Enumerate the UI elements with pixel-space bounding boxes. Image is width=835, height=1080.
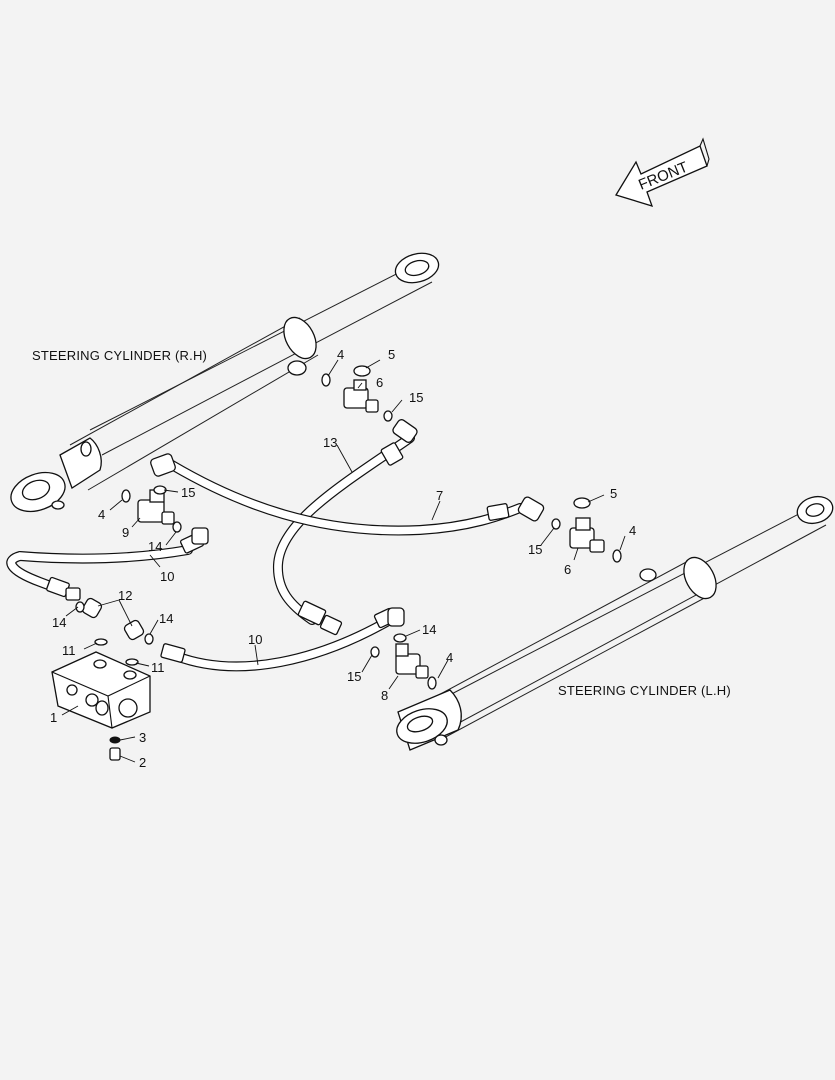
hose-fittings xyxy=(46,419,545,663)
callout-10-a: 10 xyxy=(160,569,174,584)
callout-13: 13 xyxy=(323,435,337,450)
callout-3: 3 xyxy=(139,730,146,745)
callout-2: 2 xyxy=(139,755,146,770)
callout-4-a: 4 xyxy=(337,347,344,362)
callout-12: 12 xyxy=(118,588,132,603)
callout-6-a: 6 xyxy=(376,375,383,390)
callout-4-d: 4 xyxy=(446,650,453,665)
hose-7 xyxy=(167,460,525,536)
steering-cylinder-lh xyxy=(396,495,834,751)
callout-15-c: 15 xyxy=(528,542,542,557)
callout-4-c: 4 xyxy=(629,523,636,538)
callout-11-a: 11 xyxy=(62,643,76,658)
callout-14-c: 14 xyxy=(159,611,173,626)
callout-9: 9 xyxy=(122,525,129,540)
tee-fitting-9 xyxy=(137,489,175,525)
callout-8: 8 xyxy=(381,688,388,703)
front-arrow: FRONT xyxy=(615,137,710,207)
callout-15-d: 15 xyxy=(347,669,361,684)
callout-labels: 4 5 6 15 13 4 15 9 14 10 7 5 15 4 6 14 1… xyxy=(50,347,636,770)
callout-5-a: 5 xyxy=(388,347,395,362)
callout-5-b: 5 xyxy=(610,486,617,501)
o-rings xyxy=(75,365,622,690)
hose-13 xyxy=(272,433,415,625)
callout-15-b: 15 xyxy=(181,485,195,500)
callout-1: 1 xyxy=(50,710,57,725)
callout-6-b: 6 xyxy=(564,562,571,577)
tee-fitting-6-lh xyxy=(569,517,605,553)
tee-fitting-8 xyxy=(395,643,429,679)
callout-14-d: 14 xyxy=(422,622,436,637)
caption-steering-cylinder-rh: STEERING CYLINDER (R.H) xyxy=(32,348,207,363)
hose-10-lower xyxy=(171,615,395,672)
callout-10-b: 10 xyxy=(248,632,262,647)
leader-lines xyxy=(61,359,626,763)
steering-cylinder-rh xyxy=(10,252,440,513)
callout-14-a: 14 xyxy=(148,539,162,554)
hose-10-upper xyxy=(6,545,193,593)
callout-7: 7 xyxy=(436,488,443,503)
callout-14-b: 14 xyxy=(52,615,66,630)
callout-15-a: 15 xyxy=(409,390,423,405)
caption-steering-cylinder-lh: STEERING CYLINDER (L.H) xyxy=(558,683,731,698)
valve-block-1 xyxy=(51,651,151,761)
callout-4-b: 4 xyxy=(98,507,105,522)
callout-11-b: 11 xyxy=(151,660,165,675)
